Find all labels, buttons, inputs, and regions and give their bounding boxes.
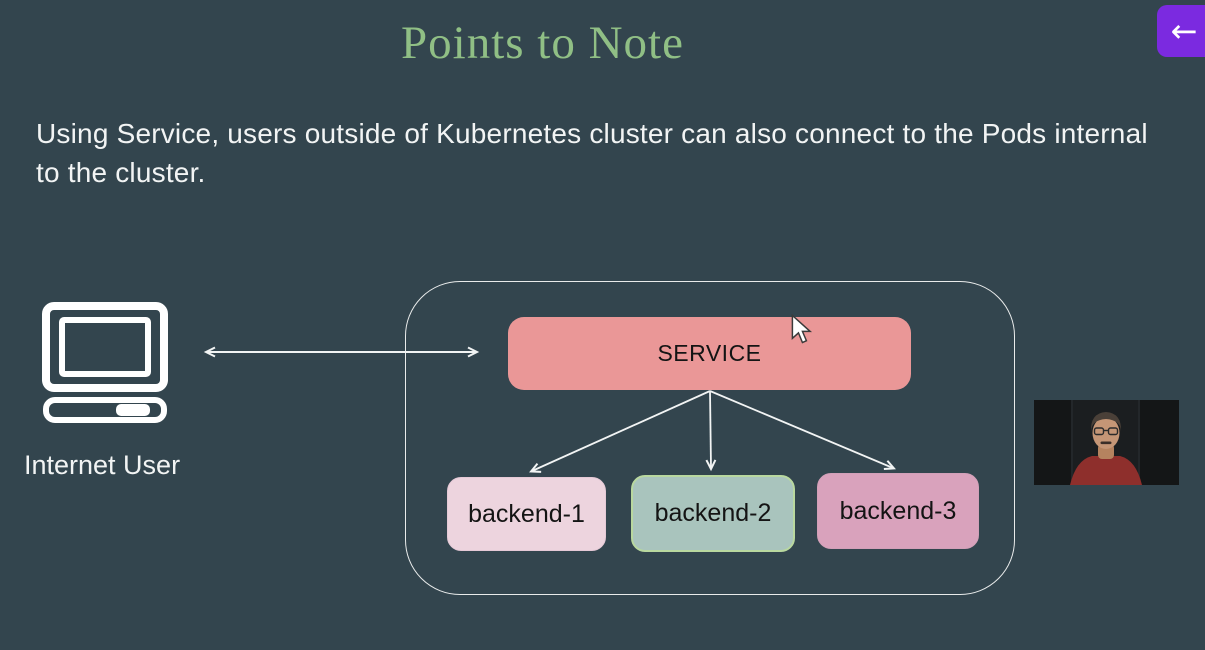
computer-icon bbox=[42, 302, 168, 423]
kubernetes-cluster-boundary bbox=[405, 281, 1015, 595]
webcam-overlay bbox=[1034, 400, 1179, 485]
backend-3-box: backend-3 bbox=[817, 473, 979, 549]
service-box: SERVICE bbox=[508, 317, 911, 390]
internet-user-label: Internet User bbox=[24, 450, 181, 480]
service-label: SERVICE bbox=[657, 340, 762, 366]
backend-1-box: backend-1 bbox=[447, 477, 606, 551]
backend-2-box: backend-2 bbox=[631, 475, 795, 552]
presenter-person-icon bbox=[1034, 400, 1179, 485]
back-button[interactable]: ← bbox=[1157, 5, 1205, 57]
backend-2-label: backend-2 bbox=[654, 499, 772, 527]
backend-3-label: backend-3 bbox=[839, 496, 957, 525]
back-arrow-icon: ← bbox=[1170, 12, 1198, 50]
page-title: Points to Note bbox=[401, 17, 684, 69]
slide-body-text: Using Service, users outside of Kubernet… bbox=[36, 118, 1148, 188]
backend-1-label: backend-1 bbox=[468, 499, 585, 528]
